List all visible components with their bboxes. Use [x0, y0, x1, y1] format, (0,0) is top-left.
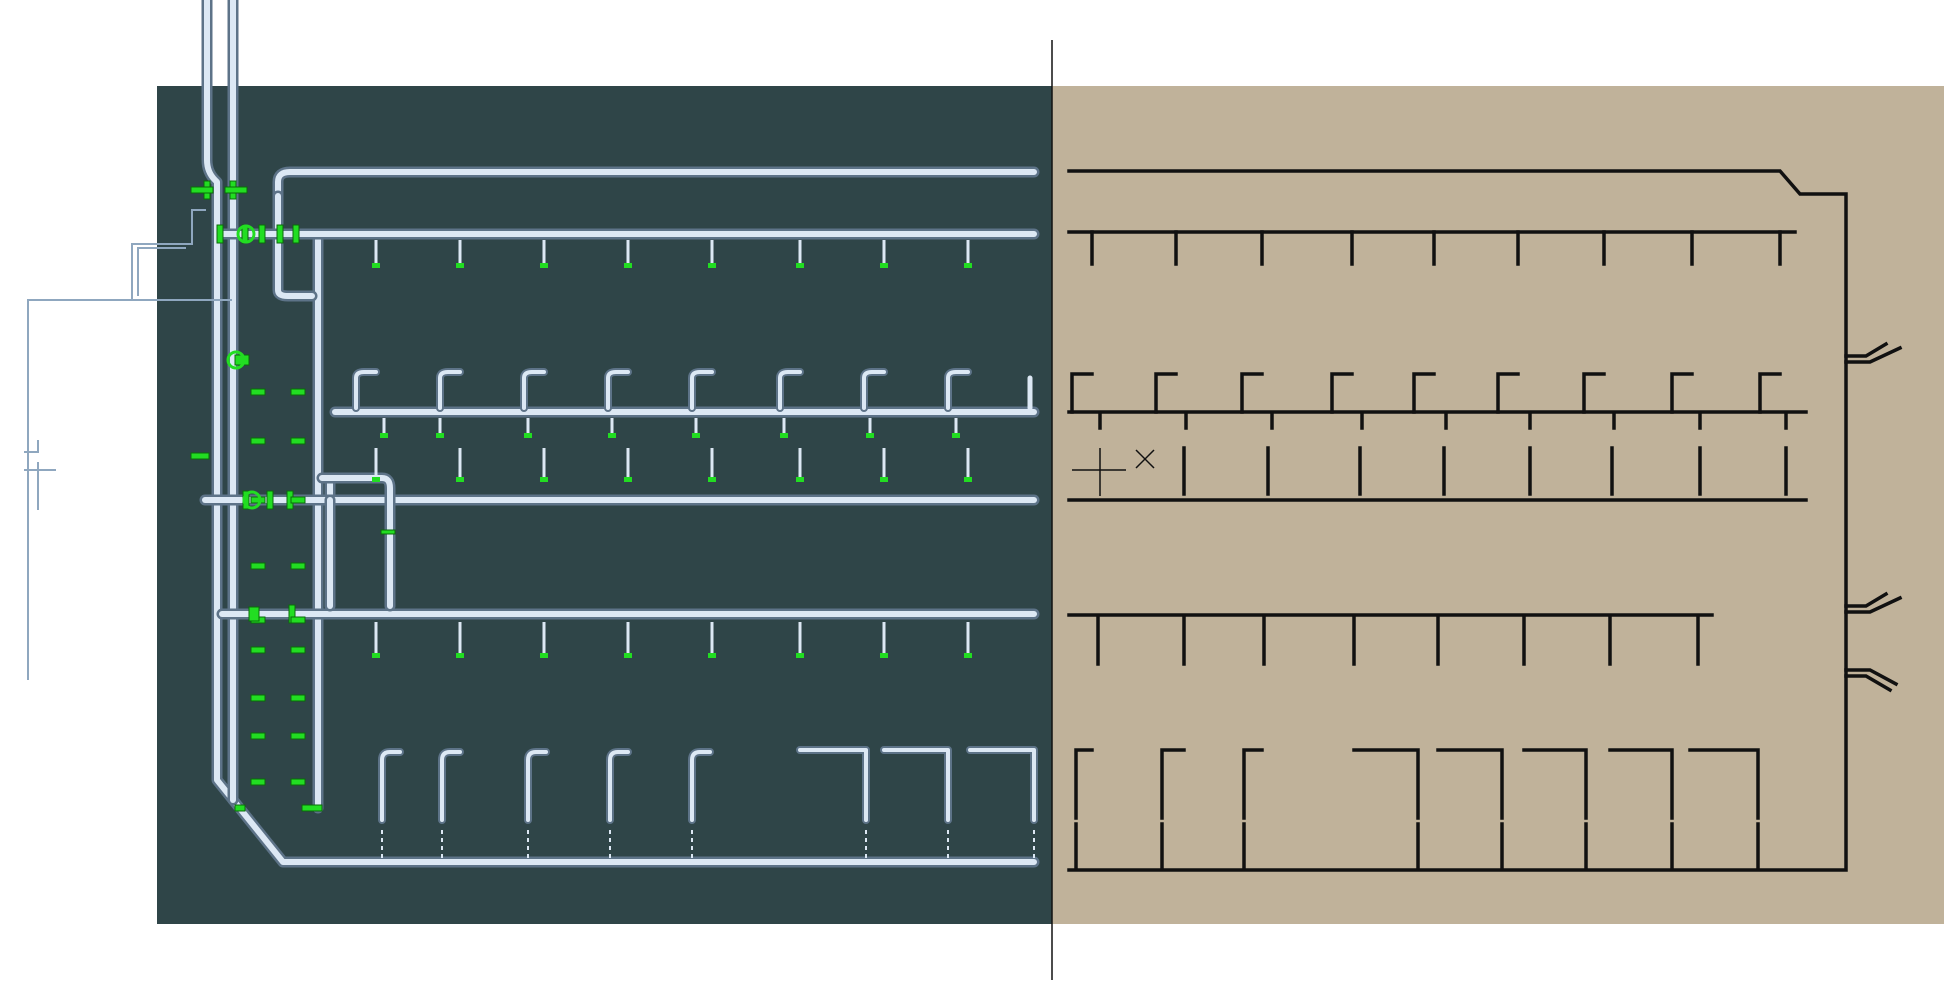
fitting-flange[interactable] — [266, 490, 274, 510]
branch-gooseneck[interactable] — [440, 750, 462, 822]
fitting-flange[interactable] — [250, 388, 266, 396]
fitting-flange[interactable] — [290, 646, 306, 654]
fitting-flange[interactable] — [250, 496, 266, 504]
fitting-flange[interactable] — [224, 186, 248, 194]
fitting-flange[interactable] — [250, 694, 266, 702]
valve-icon[interactable] — [226, 350, 246, 370]
cursor-crosshair-icon — [1072, 448, 1155, 496]
fitting-flange[interactable] — [290, 496, 306, 504]
pipe-network-3d[interactable] — [199, 0, 1040, 868]
branch-gooseneck[interactable] — [380, 750, 402, 822]
fitting-flange[interactable] — [250, 437, 266, 445]
pipe-network-schematic[interactable] — [1067, 169, 1903, 872]
fitting-flange[interactable] — [290, 388, 306, 396]
fitting-flange[interactable] — [290, 694, 306, 702]
branch-gooseneck[interactable] — [608, 750, 630, 822]
fitting-flange[interactable] — [292, 224, 300, 244]
fitting-flange[interactable] — [190, 452, 210, 460]
fitting-flange[interactable] — [248, 606, 260, 622]
branch-elbow[interactable] — [882, 748, 950, 822]
fitting-flange[interactable] — [234, 804, 246, 812]
fitting-flange[interactable] — [250, 646, 266, 654]
fitting-flange[interactable] — [290, 778, 306, 786]
fitting-flange[interactable] — [290, 437, 306, 445]
fitting-flange[interactable] — [290, 616, 306, 624]
fitting-flange[interactable] — [216, 224, 224, 244]
fitting-flange[interactable] — [190, 186, 214, 194]
fitting-flange[interactable] — [250, 732, 266, 740]
fitting-flange[interactable] — [290, 732, 306, 740]
fitting-flange[interactable] — [301, 804, 323, 812]
valve-icon[interactable] — [242, 490, 262, 510]
fitting-flange[interactable] — [250, 778, 266, 786]
fitting-flange[interactable] — [290, 562, 306, 570]
fitting-flange[interactable] — [258, 224, 266, 244]
valve-fittings[interactable] — [190, 180, 396, 812]
fitting-flange[interactable] — [250, 562, 266, 570]
branch-gooseneck[interactable] — [690, 750, 712, 822]
schematic-viewport[interactable] — [1052, 86, 1944, 924]
connection-guide-lines — [24, 209, 232, 680]
fitting-flange[interactable] — [276, 224, 284, 244]
valve-icon[interactable] — [236, 224, 256, 244]
branch-gooseneck[interactable] — [526, 750, 548, 822]
fitting-flange[interactable] — [380, 529, 396, 535]
branch-elbow[interactable] — [968, 748, 1036, 822]
branch-elbow[interactable] — [798, 748, 868, 822]
